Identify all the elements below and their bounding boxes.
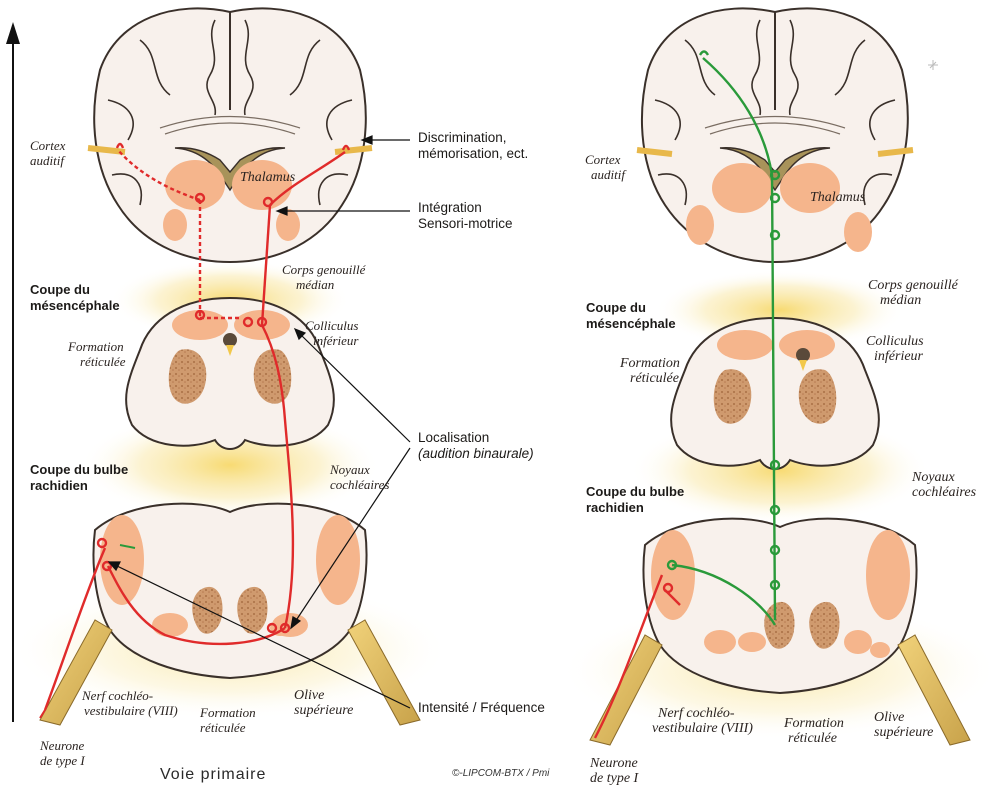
arrowhead-icon	[6, 22, 20, 44]
left-label-colliculus: Colliculus inférieur	[305, 318, 359, 348]
brain-coronal-left	[88, 8, 372, 262]
right-section-bulbe: Coupe du bulbe rachidien	[586, 484, 684, 516]
left-label-nerf: Nerf cochléo- vestibulaire (VIII)	[82, 688, 178, 718]
right-label-colliculus: Colliculus inférieur	[866, 334, 924, 364]
function-intensite: Intensité / Fréquence	[418, 700, 545, 716]
left-label-corps-genouille: Corps genouillé médian	[282, 262, 365, 292]
left-label-noyaux-cochleaires: Noyaux cochléaires	[330, 462, 389, 492]
left-label-formation-reticulee-bulb: Formation réticulée	[200, 705, 256, 735]
left-label-thalamus: Thalamus	[240, 170, 295, 185]
left-label-neurone: Neurone de type I	[40, 738, 85, 768]
right-label-cortex-auditif: Cortex auditif	[585, 152, 625, 182]
function-discrimination: Discrimination, mémorisation, ect.	[418, 130, 528, 162]
sparkle-icon	[928, 60, 938, 70]
caption-voie-primaire: Voie primaire	[160, 766, 266, 784]
function-integration: Intégration Sensori-motrice	[418, 200, 513, 232]
right-label-thalamus: Thalamus	[810, 190, 865, 205]
right-label-formation-reticulee-bulb: Formation réticulée	[784, 716, 844, 746]
function-localisation: Localisation (audition binaurale)	[418, 430, 534, 462]
left-section-bulbe: Coupe du bulbe rachidien	[30, 462, 128, 494]
right-label-olive: Olive supérieure	[874, 710, 933, 740]
left-label-cortex-auditif: Cortex auditif	[30, 138, 65, 168]
right-label-corps-genouille: Corps genouillé médian	[868, 278, 958, 308]
right-label-formation-reticulee-mid: Formation réticulée	[620, 356, 680, 386]
right-label-noyaux-cochleaires: Noyaux cochléaires	[912, 470, 976, 500]
credit: ©-LIPCOM-BTX / Pmi	[452, 768, 549, 779]
brain-coronal-right	[637, 8, 913, 262]
right-section-mesencephale: Coupe du mésencéphale	[586, 300, 676, 332]
right-label-nerf: Nerf cochléo- vestibulaire (VIII)	[652, 706, 753, 736]
left-label-formation-reticulee-mid: Formation réticulée	[68, 339, 125, 369]
right-label-neurone: Neurone de type I	[590, 756, 638, 786]
left-section-mesencephale: Coupe du mésencéphale	[30, 282, 120, 314]
left-label-olive: Olive supérieure	[294, 688, 353, 718]
